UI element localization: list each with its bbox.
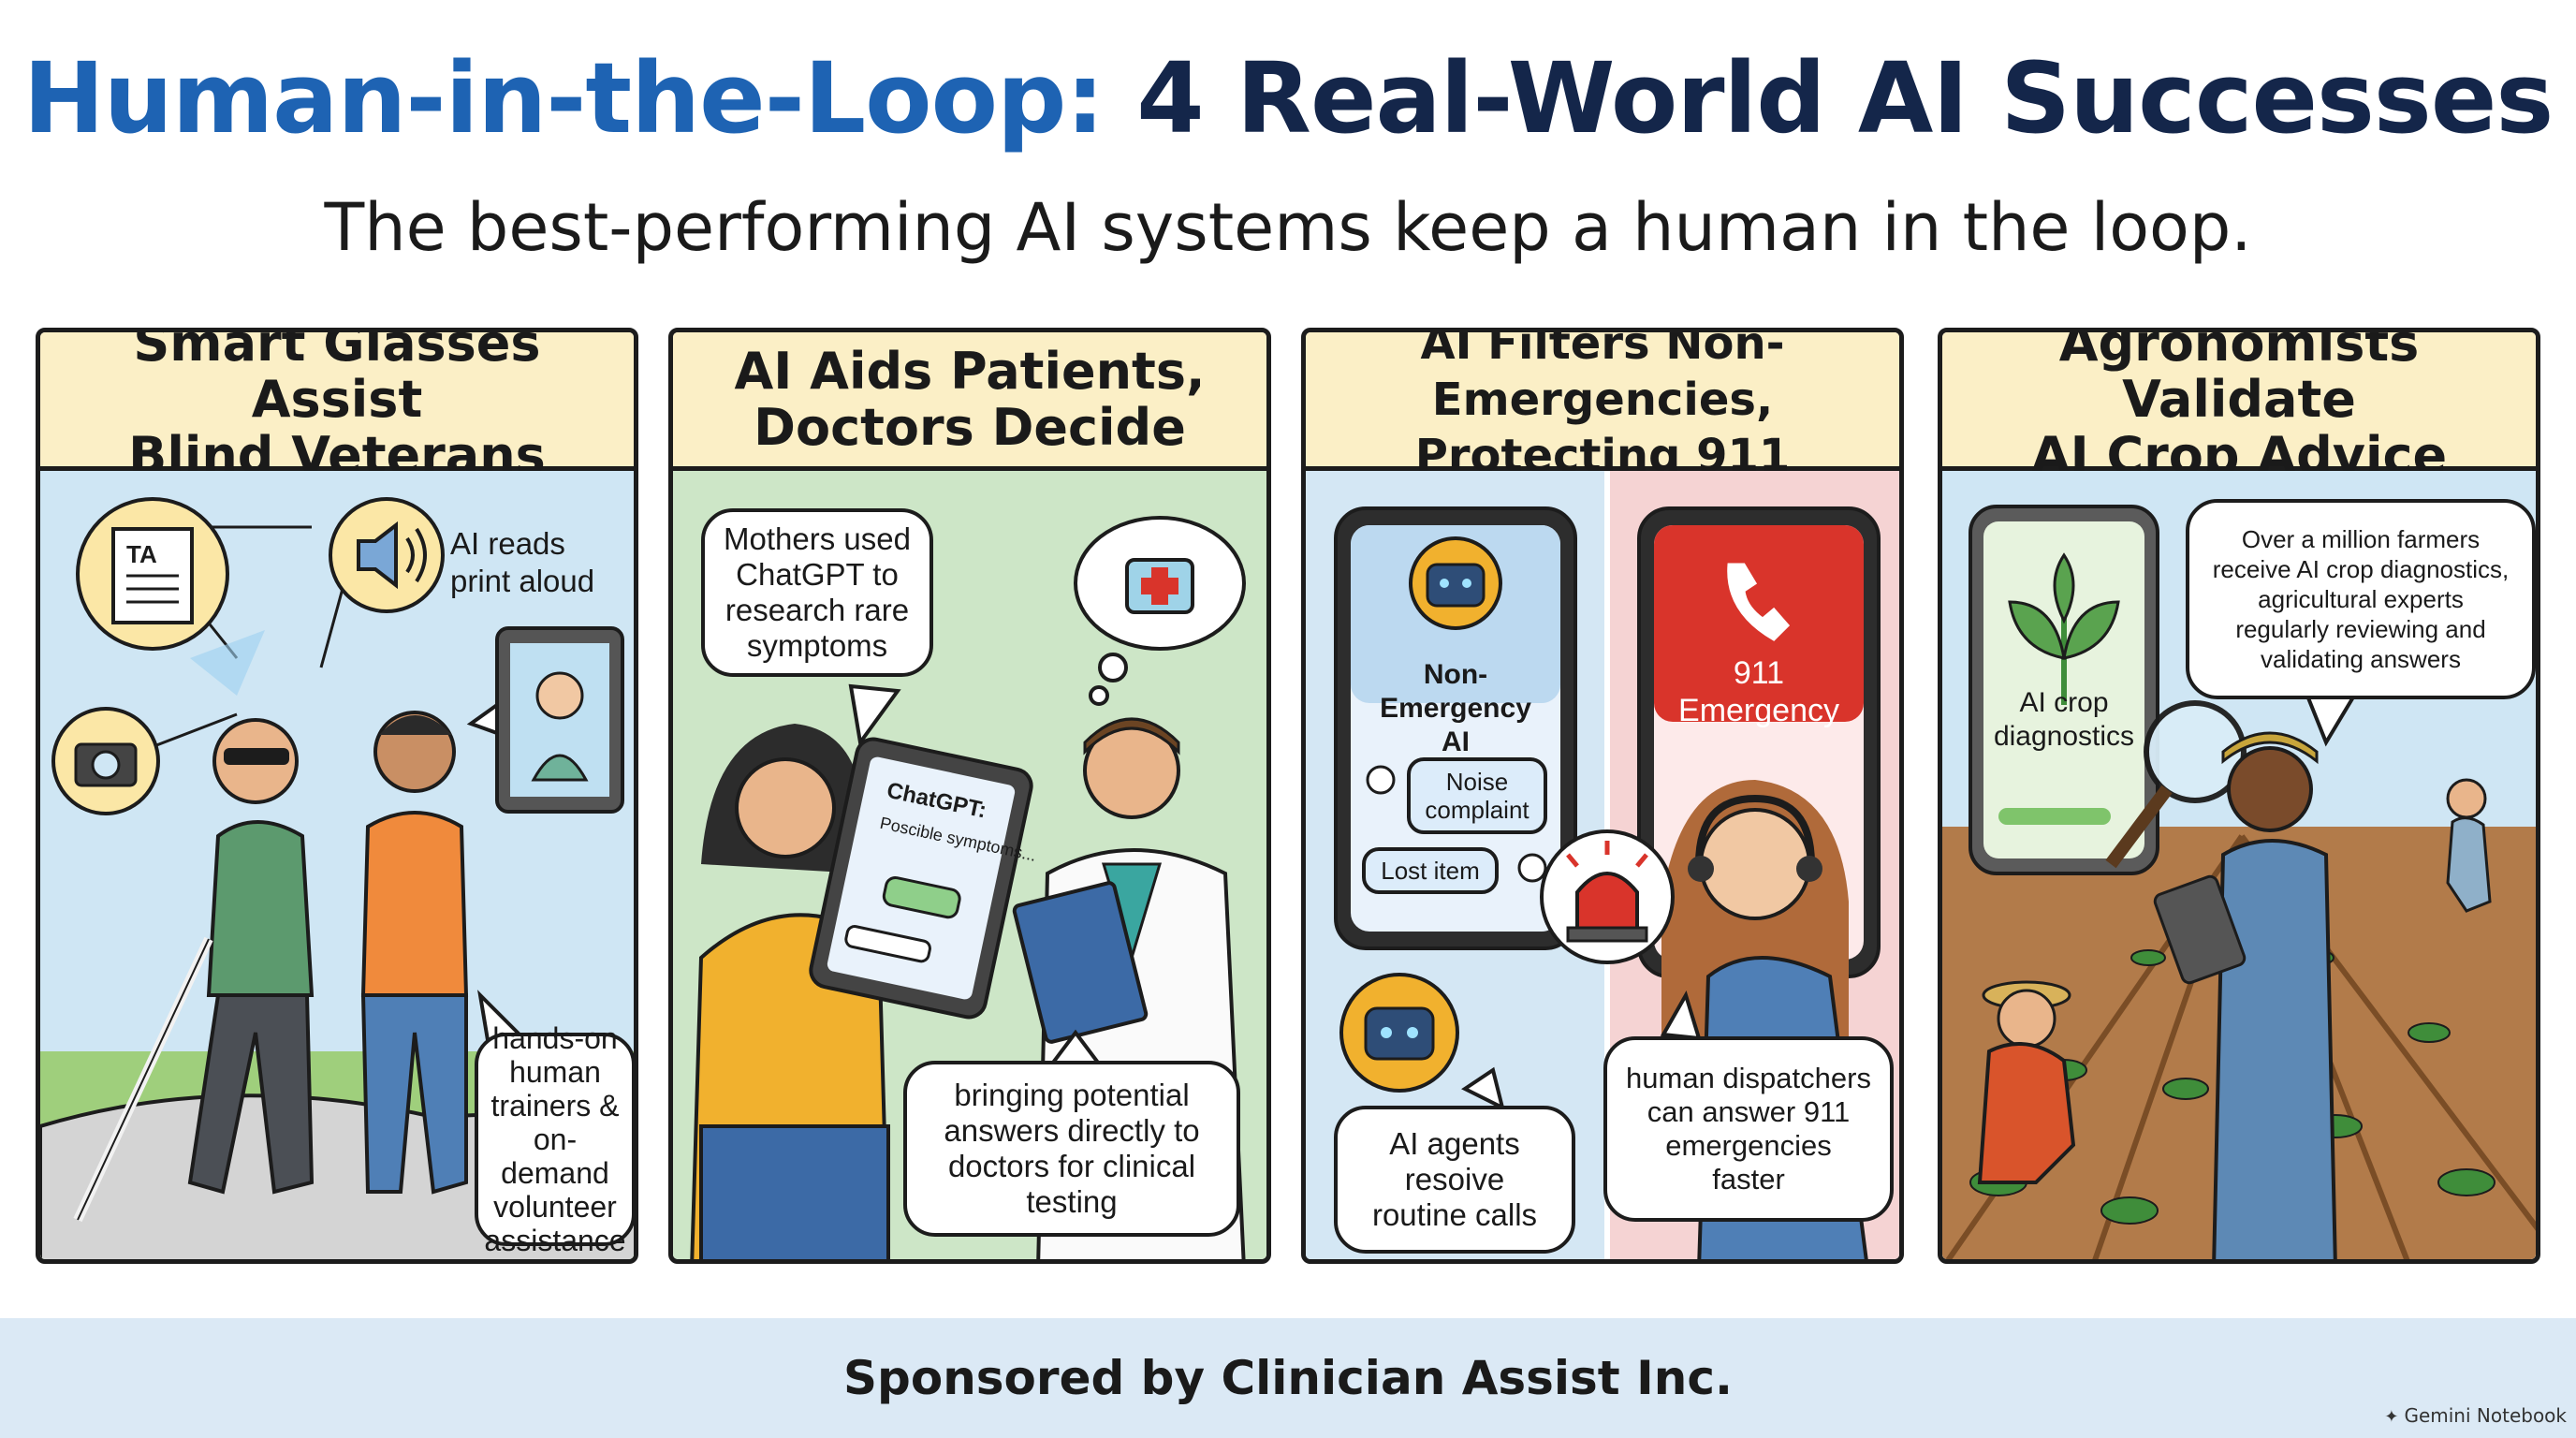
dispatchers-bubble: human dispatchers can answer 911 emergen… — [1603, 1036, 1894, 1222]
farmer-figure — [1977, 980, 2076, 1184]
veteran-figure — [73, 718, 315, 1223]
panel-agronomists: Agronomists Validate AI Crop Advice — [1938, 328, 2540, 1264]
page-subtitle: The best-performing AI systems keep a hu… — [324, 189, 2252, 266]
robot-icon — [1339, 973, 1459, 1093]
mothers-bubble: Mothers used ChatGPT to research rare sy… — [701, 508, 933, 677]
emergency-label: 911 Emergency — [1678, 655, 1839, 728]
ai-reads-label: AI reads print aloud — [450, 526, 595, 598]
mother-figure — [690, 724, 890, 1259]
document-icon-text: TA — [126, 540, 157, 568]
chatgpt-tablet: ChatGPT: Poscible symptoms... — [809, 737, 1038, 1020]
plant-icon — [2008, 552, 2120, 705]
lost-item-chip: Lost item — [1362, 847, 1499, 894]
panel-illustration: ChatGPT: Poscible symptoms... Mothers us… — [673, 471, 1266, 1259]
sponsor-text: Sponsored by Clinician Assist Inc. — [843, 1351, 1733, 1405]
trainer-figure — [360, 711, 469, 1195]
title-part-1: Human-in-the-Loop: — [22, 41, 1105, 155]
phone-icon — [1727, 563, 1791, 641]
agronomist-figure — [2153, 731, 2337, 1259]
panel-title: Smart Glasses Assist Blind Veterans — [40, 332, 634, 483]
panel-title: AI Aids Patients, Doctors Decide — [673, 332, 1266, 471]
page-title: Human-in-the-Loop: 4 Real-World AI Succe… — [0, 37, 2576, 159]
million-farmers-bubble: Over a million farmers receive AI crop d… — [2186, 499, 2536, 699]
crop-diagnostics-label: AI crop diagnostics — [1993, 687, 2135, 752]
distant-farmer-figure — [2446, 778, 2492, 913]
siren-icon — [1540, 829, 1675, 964]
panel-patients-doctors: AI Aids Patients, Doctors Decide — [668, 328, 1271, 1264]
watermark-text: Gemini Notebook — [2404, 1404, 2567, 1427]
magnifier-icon — [2105, 700, 2247, 869]
watermark: ✦Gemini Notebook — [2384, 1404, 2567, 1427]
panel-smart-glasses: Smart Glasses Assist Blind Veterans TA — [36, 328, 638, 1264]
panel-911: AI Filters Non-Emergencies, Protecting 9… — [1301, 328, 1904, 1264]
panel-title: Agronomists Validate AI Crop Advice — [1942, 332, 2536, 483]
video-call-icon — [466, 626, 624, 814]
panel-illustration: TA — [40, 471, 634, 1259]
title-part-2: 4 Real-World AI Successes — [1136, 41, 2554, 155]
panel-illustration: Non-Emergency AI Noise complaint Lost it… — [1306, 471, 1899, 1259]
noise-complaint-chip: Noise complaint — [1407, 757, 1547, 834]
non-emergency-label: Non-Emergency AI — [1380, 659, 1531, 757]
panel-title: AI Filters Non-Emergencies, Protecting 9… — [1306, 332, 1899, 482]
footer: Sponsored by Clinician Assist Inc. ✦Gemi… — [0, 1318, 2576, 1438]
gemini-icon: ✦ — [2384, 1407, 2399, 1427]
panel-illustration: AI crop diagnostics Over a million farme… — [1942, 471, 2536, 1259]
medical-kit-icon — [1074, 516, 1246, 706]
ai-agents-bubble: AI agents resoive routine calls — [1334, 1106, 1575, 1254]
speaker-icon — [329, 497, 445, 613]
trainers-bubble: hands-on human trainers & on-demand volu… — [475, 1021, 634, 1257]
robot-icon — [1409, 536, 1502, 630]
bringing-bubble: bringing potential answers directly to d… — [903, 1061, 1240, 1237]
camera-icon — [51, 707, 160, 815]
document-icon: TA — [76, 497, 229, 651]
